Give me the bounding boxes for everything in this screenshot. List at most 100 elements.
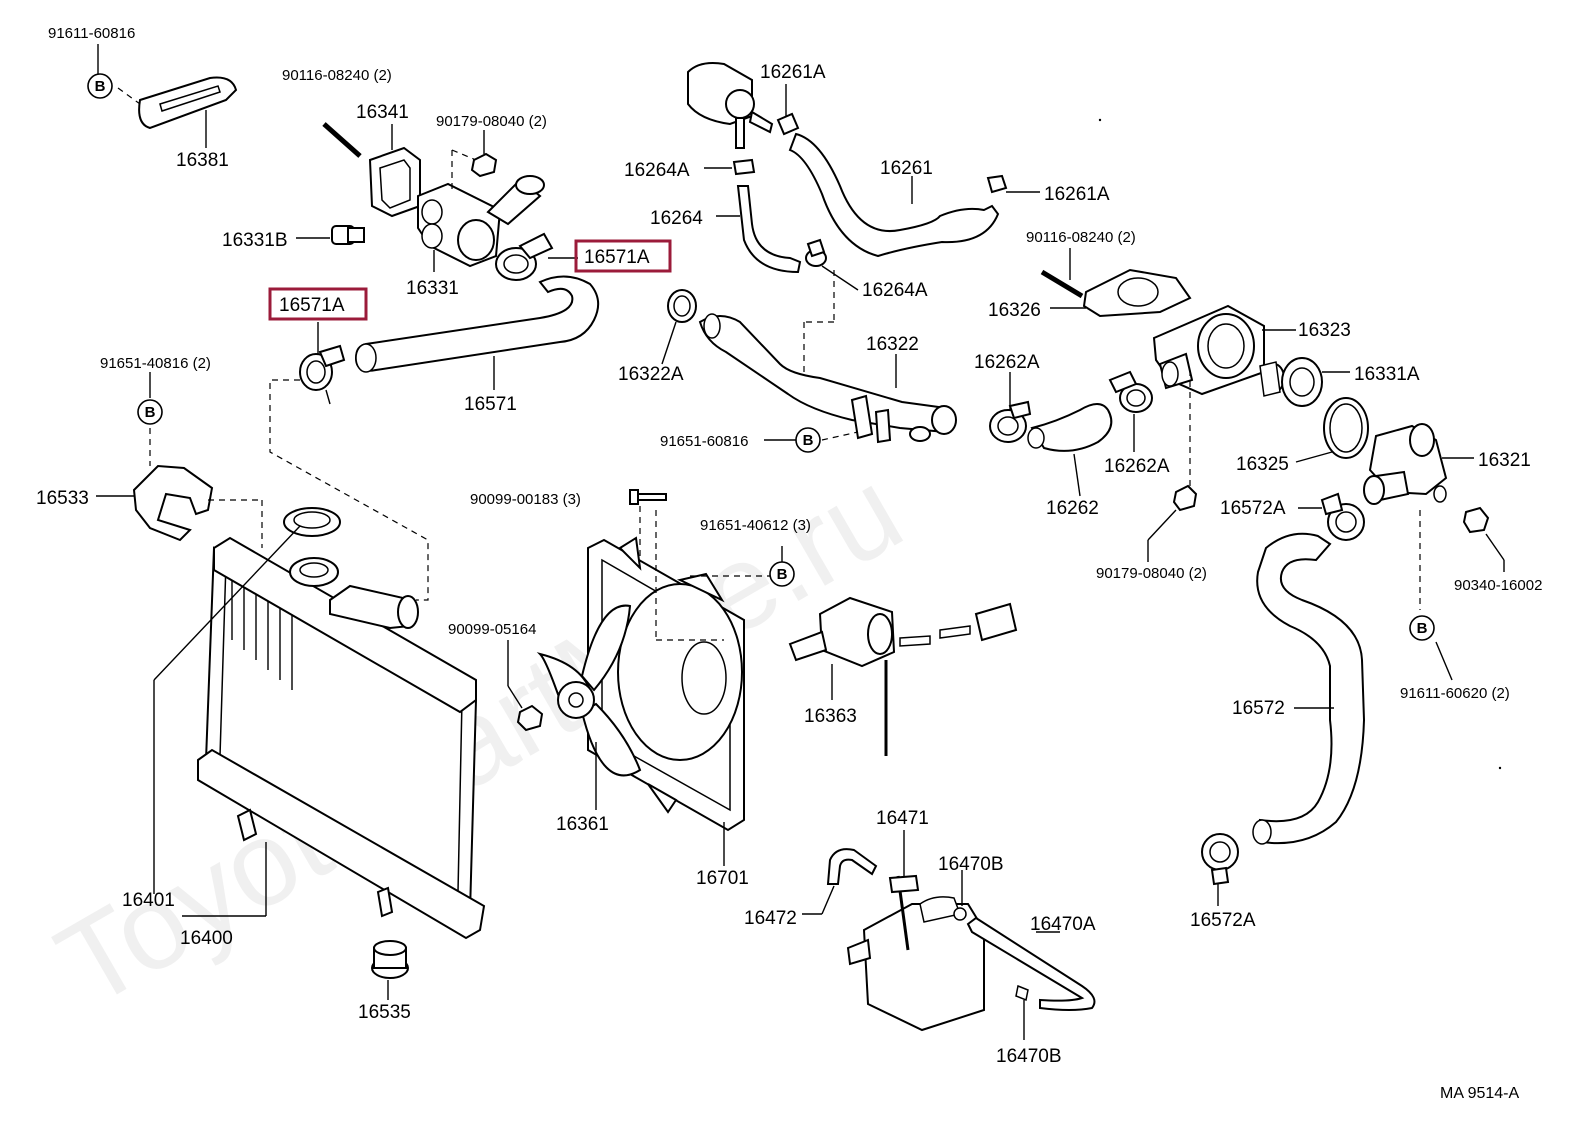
hose-clip-16470B-lower <box>1015 984 1029 1002</box>
b-mark-top-left: B <box>87 73 113 99</box>
label-16264: 16264 <box>650 208 703 229</box>
overflow-hose-16472 <box>826 848 878 885</box>
svg-text:B: B <box>145 404 156 421</box>
label-16331A: 16331A <box>1354 364 1420 385</box>
stud-bolt-90116-08240-b <box>1040 269 1084 299</box>
radiator-core-hatch <box>231 580 293 690</box>
radiator-16400 <box>197 536 486 940</box>
label-16571A-upper[interactable]: 16571A <box>584 247 650 268</box>
label-16331B: 16331B <box>222 230 288 251</box>
nut-90099-05164 <box>516 704 544 732</box>
label-16326: 16326 <box>988 300 1041 321</box>
label-16363: 16363 <box>804 706 857 727</box>
label-90099-05164: 90099-05164 <box>448 621 536 638</box>
thermostat-housing-16323 <box>1152 304 1265 396</box>
label-16470A: 16470A <box>1030 914 1096 935</box>
b-mark-left: B <box>137 399 163 425</box>
label-90179-08040-right: 90179-08040 (2) <box>1096 565 1207 582</box>
label-16470B-top: 16470B <box>938 854 1004 875</box>
radiator-cap <box>283 507 341 537</box>
label-16400: 16400 <box>180 928 233 949</box>
hose-clamp-16571A-upper <box>495 232 554 281</box>
water-hose-16262 <box>1027 403 1113 452</box>
b-mark-center: B <box>795 427 821 453</box>
fan-shroud-16701 <box>587 536 745 832</box>
upper-radiator-hose-16571 <box>354 275 600 373</box>
svg-text:B: B <box>1417 620 1428 637</box>
label-16470B-bottom: 16470B <box>996 1046 1062 1067</box>
fan-blade-16361 <box>536 604 642 777</box>
label-16323: 16323 <box>1298 320 1351 341</box>
label-16571: 16571 <box>464 394 517 415</box>
label-16264A-top: 16264A <box>624 160 690 181</box>
radiator-filler-neck <box>289 557 339 587</box>
bolt-90099-00183 <box>629 489 667 505</box>
label-90116-08240-right: 90116-08240 (2) <box>1026 229 1136 246</box>
label-16535: 16535 <box>358 1002 411 1023</box>
label-91651-40816: 91651-40816 (2) <box>100 355 211 372</box>
bracket-16381 <box>138 76 238 130</box>
label-16533: 16533 <box>36 488 89 509</box>
radiator-support-16533 <box>132 464 214 542</box>
label-90179-08040-left: 90179-08040 (2) <box>436 113 547 130</box>
label-16572A-top: 16572A <box>1220 498 1286 519</box>
hose-clip-16470B-upper <box>953 907 967 921</box>
label-16331: 16331 <box>406 278 459 299</box>
radiator-mount-cushion-16535 <box>371 940 409 979</box>
label-16572A-bottom: 16572A <box>1190 910 1256 931</box>
label-16261: 16261 <box>880 158 933 179</box>
hose-clamp-16572A-lower <box>1201 833 1239 886</box>
label-16262: 16262 <box>1046 498 1099 519</box>
label-16322: 16322 <box>866 334 919 355</box>
label-16341: 16341 <box>356 102 409 123</box>
nut-90179-08040 <box>470 152 498 178</box>
label-16261A-right: 16261A <box>1044 184 1110 205</box>
hose-clamp-16571A-lower <box>299 344 346 405</box>
hose-clamp-16262A-upper <box>1108 370 1153 413</box>
label-91651-60816: 91651-60816 <box>660 433 748 450</box>
label-16264A-right: 16264A <box>862 280 928 301</box>
vacuum-switching-valve <box>687 62 774 149</box>
label-16321: 16321 <box>1478 450 1531 471</box>
drain-plug-16331B <box>331 225 365 245</box>
figure-code: MA 9514-A <box>1440 1085 1519 1102</box>
hose-16264 <box>736 185 802 274</box>
label-16401: 16401 <box>122 890 175 911</box>
hose-clip-16264A-upper <box>732 158 756 176</box>
water-bypass-pipe-16322 <box>698 313 957 444</box>
b-mark-fan: B <box>769 561 795 587</box>
hose-clamp-16572A-upper <box>1320 492 1365 541</box>
drain-plug-90340-16002 <box>1462 506 1490 534</box>
label-16361: 16361 <box>556 814 609 835</box>
label-91611-60620: 91611-60620 (2) <box>1400 685 1510 702</box>
reservoir-hose-16470A <box>966 916 1096 1011</box>
nut-90179-08040-b <box>1172 484 1198 512</box>
gasket-16341 <box>368 146 421 218</box>
hose-16261 <box>788 132 1000 258</box>
hose-clip-16264A-lower <box>805 238 827 267</box>
water-inlet-16321 <box>1363 423 1448 505</box>
label-16471: 16471 <box>876 808 929 829</box>
highlight-box-16571A-upper <box>574 239 672 273</box>
gasket-16326 <box>1082 268 1192 318</box>
hose-clip-16261A-upper <box>776 112 800 136</box>
label-16381: 16381 <box>176 150 229 171</box>
hose-clamp-16262A-lower <box>989 400 1032 443</box>
hose-clip-16261A-right <box>986 174 1008 194</box>
svg-text:B: B <box>803 432 814 449</box>
water-outlet-16331 <box>417 175 545 268</box>
fan-temperature-switch-16363 <box>788 596 1018 756</box>
label-16701: 16701 <box>696 868 749 889</box>
label-90116-08240-left: 90116-08240 (2) <box>282 67 392 84</box>
svg-text:B: B <box>95 78 106 95</box>
thermostat-16331A <box>1259 357 1323 407</box>
o-ring-16322A <box>667 289 697 323</box>
label-16325: 16325 <box>1236 454 1289 475</box>
label-16322A: 16322A <box>618 364 684 385</box>
label-16261A-top: 16261A <box>760 62 826 83</box>
label-16472: 16472 <box>744 908 797 929</box>
label-16571A-lower[interactable]: 16571A <box>279 295 345 316</box>
b-mark-right: B <box>1409 615 1435 641</box>
label-16572: 16572 <box>1232 698 1285 719</box>
